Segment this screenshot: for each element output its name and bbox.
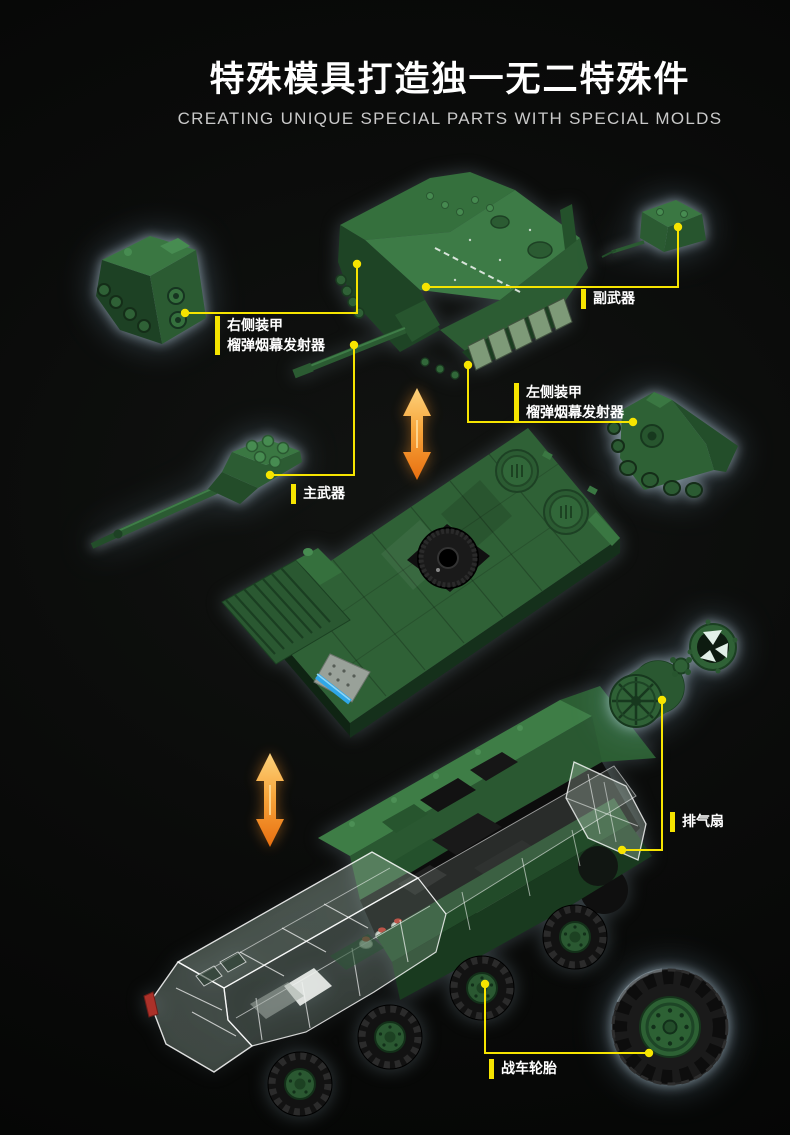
chassis-illustration <box>143 686 656 1116</box>
label-line: 榴弹烟幕发射器 <box>526 403 624 420</box>
label-line: 左侧装甲 <box>526 384 582 400</box>
blue-accent-part <box>315 673 352 705</box>
turret-ring <box>407 524 490 592</box>
label-accent-bar <box>581 289 586 309</box>
leader-left-armor <box>467 365 633 423</box>
hull-deck-illustration <box>221 428 620 738</box>
label-accent-bar <box>489 1059 494 1079</box>
tail-light <box>143 991 159 1018</box>
right-armor-part <box>96 236 206 344</box>
label-exhaust-fan: 排气扇 <box>670 812 724 832</box>
label-line: 副武器 <box>593 290 635 306</box>
page-title: 特殊模具打造独一无二特殊件 <box>209 60 691 99</box>
secondary-weapon-part <box>601 200 706 258</box>
label-accent-bar <box>670 812 675 832</box>
turret-illustration <box>292 172 588 380</box>
label-left-armor: 左侧装甲 榴弹烟幕发射器 <box>514 383 624 423</box>
left-armor-part <box>607 392 738 498</box>
display-tire <box>611 968 729 1086</box>
label-accent-bar <box>291 484 296 504</box>
label-right-armor: 右侧装甲 榴弹烟幕发射器 <box>215 316 325 356</box>
windshield-slot <box>195 965 223 987</box>
vehicle-wheel <box>543 905 607 969</box>
label-line: 右侧装甲 <box>227 317 283 333</box>
vehicle-wheel <box>358 1005 422 1069</box>
windshield-slot <box>219 951 247 973</box>
callout-dots <box>180 222 683 1058</box>
label-tank-tire: 战车轮胎 <box>489 1059 557 1079</box>
leader-secondary-weapon <box>426 227 679 288</box>
label-line: 榴弹烟幕发射器 <box>227 336 325 353</box>
page-subtitle: CREATING UNIQUE SPECIAL PARTS WITH SPECI… <box>177 109 723 128</box>
label-line: 主武器 <box>303 485 345 501</box>
deck-hatch <box>495 449 539 493</box>
rear-xray-section <box>565 761 647 886</box>
label-accent-bar <box>215 316 220 356</box>
leader-tank-tire <box>484 984 649 1054</box>
deck-accessory-plate <box>313 653 371 705</box>
deck-hatch <box>543 489 589 535</box>
front-xray-section <box>143 765 637 1073</box>
vehicle-wheel <box>268 1052 332 1116</box>
vehicle-wheel <box>450 956 514 1020</box>
label-accent-bar <box>514 383 519 423</box>
leader-main-weapon <box>270 345 355 476</box>
callout-lines <box>185 227 679 1054</box>
label-secondary-weapon: 副武器 <box>581 289 635 309</box>
label-main-weapon: 主武器 <box>291 484 345 504</box>
turret-barrel <box>298 326 407 376</box>
label-line: 战车轮胎 <box>501 1060 557 1076</box>
main-weapon-part <box>90 434 302 549</box>
leader-right-armor <box>185 264 358 314</box>
exhaust-fan-parts <box>609 619 738 728</box>
engine-grille <box>221 548 351 665</box>
leader-exhaust-fan <box>622 700 663 851</box>
label-line: 排气扇 <box>682 813 724 829</box>
